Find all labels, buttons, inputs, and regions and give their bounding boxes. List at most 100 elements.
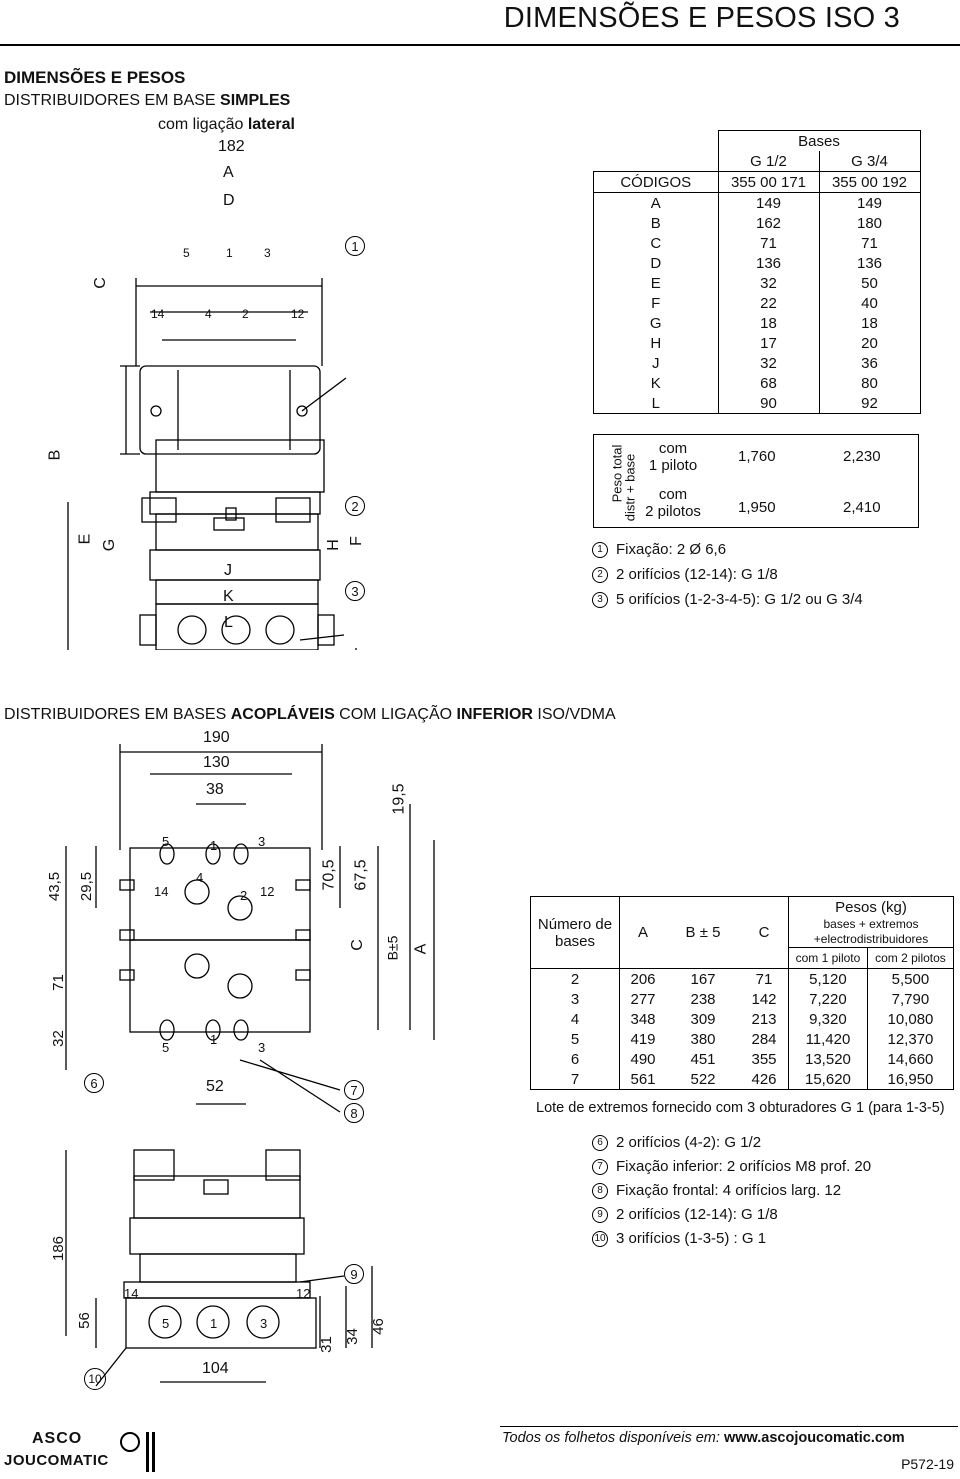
port-12: 12 bbox=[291, 307, 305, 321]
dim-186: 186 bbox=[50, 1235, 68, 1262]
codes-cell: 136 bbox=[819, 253, 921, 273]
weights-cell: 15,620 bbox=[788, 1069, 868, 1090]
footer-url[interactable]: www.ascojoucomatic.com bbox=[723, 1430, 905, 1446]
codes-cell: 22 bbox=[718, 293, 820, 313]
dim-43-5: 43,5 bbox=[46, 871, 64, 902]
callout-1: 1 bbox=[345, 236, 365, 256]
footer-rule bbox=[500, 1426, 958, 1427]
port-1: 1 bbox=[226, 246, 233, 260]
port3-5: 5 bbox=[162, 1316, 170, 1331]
note-text: 5 orifícios (1-2-3-4-5): G 1/2 ou G 3/4 bbox=[616, 591, 863, 608]
codes-cell: 92 bbox=[819, 393, 921, 414]
drawing-stackable-front bbox=[65, 1149, 373, 1387]
dim-B: B bbox=[46, 449, 64, 461]
codes-cell: 90 bbox=[718, 393, 820, 414]
weight-1-b: 2,230 bbox=[843, 448, 881, 465]
note-text: Fixação: 2 Ø 6,6 bbox=[616, 541, 727, 558]
note-text: 2 orifícios (12-14): G 1/8 bbox=[616, 566, 778, 583]
weights-cell: 14,660 bbox=[867, 1049, 955, 1069]
weights-cell: 355 bbox=[740, 1049, 789, 1069]
weights-cell: 7,790 bbox=[867, 989, 955, 1009]
codes-cell: D bbox=[593, 253, 719, 273]
weights-cell: 7,220 bbox=[788, 989, 868, 1009]
callout-7: 7 bbox=[344, 1080, 364, 1100]
connection-label: com ligação lateral bbox=[158, 116, 295, 133]
h-number: Número de bases bbox=[530, 896, 620, 969]
port3-14: 14 bbox=[124, 1286, 139, 1301]
dim-104: 104 bbox=[202, 1360, 229, 1377]
code-1: 355 00 171 bbox=[717, 171, 820, 193]
port2-3: 3 bbox=[258, 834, 266, 849]
port-4: 4 bbox=[205, 307, 212, 321]
dim-A: A bbox=[223, 164, 234, 181]
note-text: 2 orifícios (4-2): G 1/2 bbox=[616, 1134, 762, 1151]
codes-cell: H bbox=[593, 333, 719, 353]
weight-box bbox=[593, 434, 919, 528]
logo-mark-icon bbox=[120, 1432, 140, 1452]
h-sub: bases + extremos+electrodistribuidores bbox=[788, 917, 954, 948]
port2-14: 14 bbox=[154, 884, 169, 899]
dim-71: 71 bbox=[49, 974, 67, 991]
codes-cell: 80 bbox=[819, 373, 921, 393]
codes-cell: E bbox=[593, 273, 719, 293]
weights-cell: 490 bbox=[630, 1050, 656, 1068]
logo-bar-icon-2 bbox=[152, 1432, 155, 1472]
dim-56: 56 bbox=[75, 1312, 93, 1329]
dim-B5: B±5 bbox=[384, 935, 401, 961]
weights-cell: 13,520 bbox=[788, 1049, 868, 1069]
h-c: C bbox=[740, 896, 789, 969]
h-b: B ± 5 bbox=[666, 896, 740, 969]
callout-6: 6 bbox=[84, 1073, 104, 1093]
codes-cell: 162 bbox=[718, 213, 820, 233]
bases-header: Bases bbox=[717, 130, 921, 151]
dim-A2: A bbox=[412, 943, 430, 955]
port-3: 3 bbox=[264, 246, 271, 260]
weights-cell: 71 bbox=[740, 968, 789, 989]
footer-text: Todos os folhetos disponíveis em: www.as… bbox=[502, 1430, 905, 1446]
port-2: 2 bbox=[242, 307, 249, 321]
thread-g34: G 3/4 bbox=[818, 151, 921, 172]
dim-K: K bbox=[223, 588, 234, 605]
codes-cell: 17 bbox=[718, 333, 820, 353]
dim-130: 130 bbox=[203, 754, 230, 771]
weights-cell: 419 bbox=[630, 1030, 656, 1048]
note-text: 3 orifícios (1-3-5) : G 1 bbox=[616, 1230, 767, 1247]
h-weights: Pesos (kg) bbox=[788, 896, 954, 917]
note-text: Fixação inferior: 2 orifícios M8 prof. 2… bbox=[616, 1158, 872, 1175]
weights-cell: 4 bbox=[530, 1009, 620, 1029]
dim-J: J bbox=[224, 562, 232, 579]
top-view-body bbox=[139, 365, 321, 455]
codes-cell: 68 bbox=[718, 373, 820, 393]
dim-F: F bbox=[347, 536, 365, 546]
codes-cell: F bbox=[593, 293, 719, 313]
port2-1: 1 bbox=[210, 838, 218, 853]
dim-H: H bbox=[324, 539, 342, 551]
port2-1b: 1 bbox=[210, 1032, 218, 1047]
codes-cell: J bbox=[593, 353, 719, 373]
codes-cell: 50 bbox=[819, 273, 921, 293]
weight-1-a: 1,760 bbox=[738, 448, 776, 465]
port2-3b: 3 bbox=[258, 1040, 266, 1055]
codes-cell: L bbox=[593, 393, 719, 414]
weights-cell: 522 bbox=[666, 1069, 740, 1090]
port2-4: 4 bbox=[196, 870, 204, 885]
weights-cell: 10,080 bbox=[867, 1009, 955, 1029]
dim-190: 190 bbox=[203, 729, 230, 746]
weights-cell: 561 bbox=[619, 1069, 666, 1090]
codes-label: CÓDIGOS bbox=[593, 171, 719, 193]
codes-cell: 180 bbox=[819, 213, 921, 233]
codes-cell: 32 bbox=[718, 273, 820, 293]
logo-asco: ASCO bbox=[32, 1430, 83, 1447]
dim-29-5: 29,5 bbox=[78, 871, 96, 902]
drawing-stackable-base bbox=[65, 744, 435, 1113]
drawing-simple-base bbox=[67, 278, 357, 650]
